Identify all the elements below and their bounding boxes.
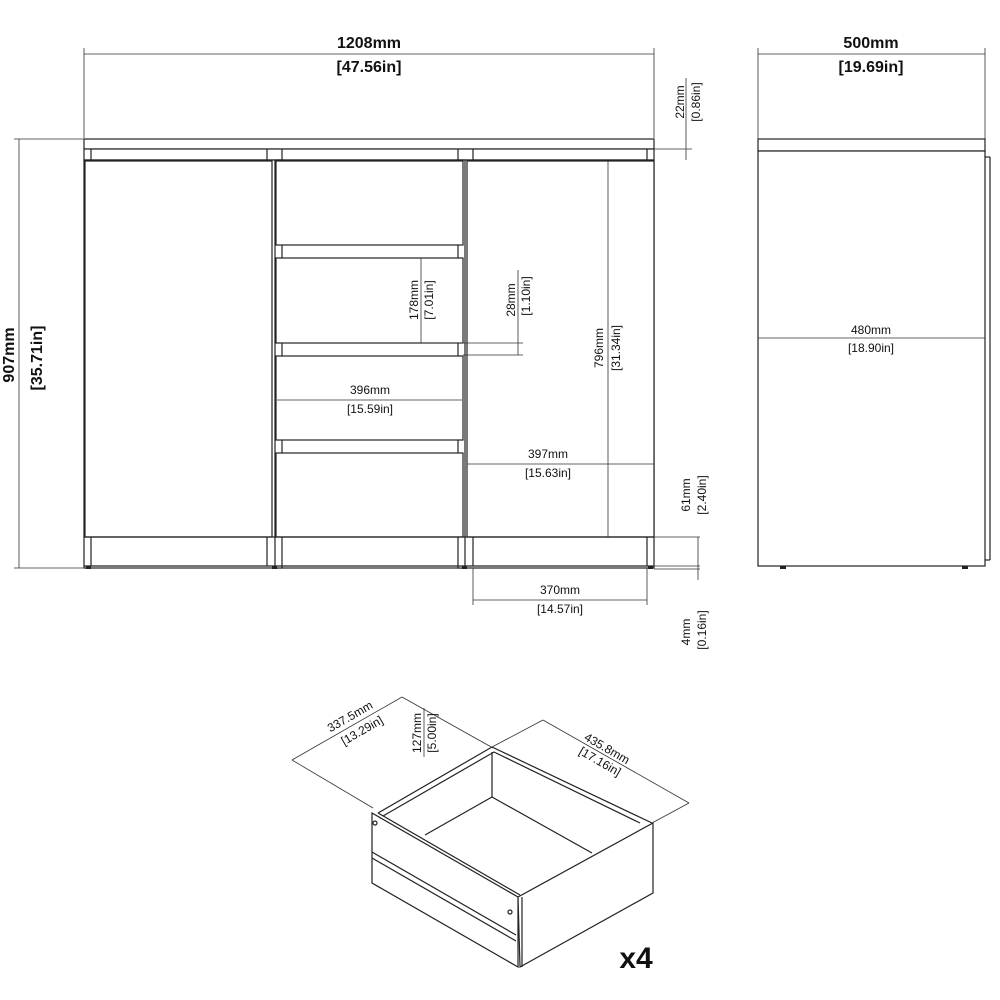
height-mm: 907mm: [1, 327, 18, 382]
drawer-height-mm: 178mm: [407, 280, 421, 320]
dim-drawer-height: 127mm [5.00in]: [410, 708, 439, 757]
foot: [86, 566, 91, 569]
foot-height-in: [0.16in]: [695, 610, 709, 649]
height-in: [35.71in]: [29, 326, 46, 391]
dim-plinth-width: 370mm [14.57in]: [472, 568, 648, 616]
plinth-height-mm: 61mm: [679, 478, 693, 511]
inner-depth-mm: 480mm: [851, 323, 891, 337]
top-thickness-mm: 22mm: [673, 85, 687, 118]
right-door: [466, 160, 655, 538]
foot: [962, 566, 968, 569]
plinth-width-in: [14.57in]: [537, 602, 583, 616]
foot: [648, 566, 653, 569]
dim-drawer-width-iso: 435.8mm [17.16in]: [491, 719, 690, 824]
drawer-side-panel: [371, 811, 519, 969]
dim-drawer-width: 396mm [15.59in]: [277, 383, 462, 416]
depth-in: [19.69in]: [839, 59, 904, 76]
drawer-front-2: [275, 257, 464, 344]
dim-overall-height: 907mm [35.71in]: [1, 138, 84, 569]
front-view: 1208mm [47.56in]: [1, 35, 709, 650]
gap-in: [1.10in]: [519, 276, 533, 315]
door-width-in: [15.63in]: [525, 466, 571, 480]
door-height-mm: 796mm: [592, 328, 606, 368]
dim-drawer-front-height: 178mm [7.01in]: [407, 258, 436, 343]
drawer-box-height-in: [5.00in]: [425, 713, 439, 752]
dim-door-height: 796mm [31.34in]: [592, 161, 623, 537]
drawer-box-height-mm: 127mm: [410, 713, 424, 753]
side-view: 500mm [19.69in] 480mm [18.90in]: [757, 35, 991, 569]
dim-drawer-gap: 28mm [1.10in]: [421, 270, 533, 356]
left-door: [84, 160, 273, 538]
side-top-board: [757, 138, 986, 152]
width-mm: 1208mm: [337, 35, 401, 52]
drawer-front-panel: [517, 821, 654, 969]
top-rail: [83, 148, 655, 161]
width-in: [47.56in]: [337, 59, 402, 76]
top-board: [83, 138, 655, 150]
dim-plinth-height: 61mm [2.40in] 4mm [0.16in]: [654, 475, 709, 650]
foot: [462, 566, 467, 569]
foot: [780, 566, 786, 569]
drawer-width-in: [15.59in]: [347, 402, 393, 416]
gap-mm: 28mm: [504, 283, 518, 316]
door-height-in: [31.34in]: [609, 325, 623, 371]
dim-top-thickness: 22mm [0.86in]: [654, 78, 703, 160]
inner-depth-in: [18.90in]: [848, 341, 894, 355]
side-panel: [757, 150, 986, 567]
dim-overall-width: 1208mm [47.56in]: [83, 35, 655, 138]
drawer-front-1: [275, 160, 464, 246]
plinth-height-in: [2.40in]: [695, 475, 709, 514]
drawer-front-3: [275, 355, 464, 441]
drawer-isometric: 337.5mm [13.29in] 127mm [5.00in] 435.8mm…: [291, 696, 690, 975]
foot: [272, 566, 277, 569]
foot-height-mm: 4mm: [679, 619, 693, 646]
dim-door-width: 397mm [15.63in]: [467, 447, 654, 480]
drawer-quantity: x4: [619, 942, 653, 975]
door-width-mm: 397mm: [528, 447, 568, 461]
dim-drawer-depth: 337.5mm [13.29in]: [291, 696, 494, 809]
depth-mm: 500mm: [843, 35, 898, 52]
drawer-height-in: [7.01in]: [422, 280, 436, 319]
plinth-width-mm: 370mm: [540, 583, 580, 597]
drawer-width-mm: 396mm: [350, 383, 390, 397]
drawer-front-4: [275, 452, 464, 538]
top-thickness-in: [0.86in]: [689, 82, 703, 121]
